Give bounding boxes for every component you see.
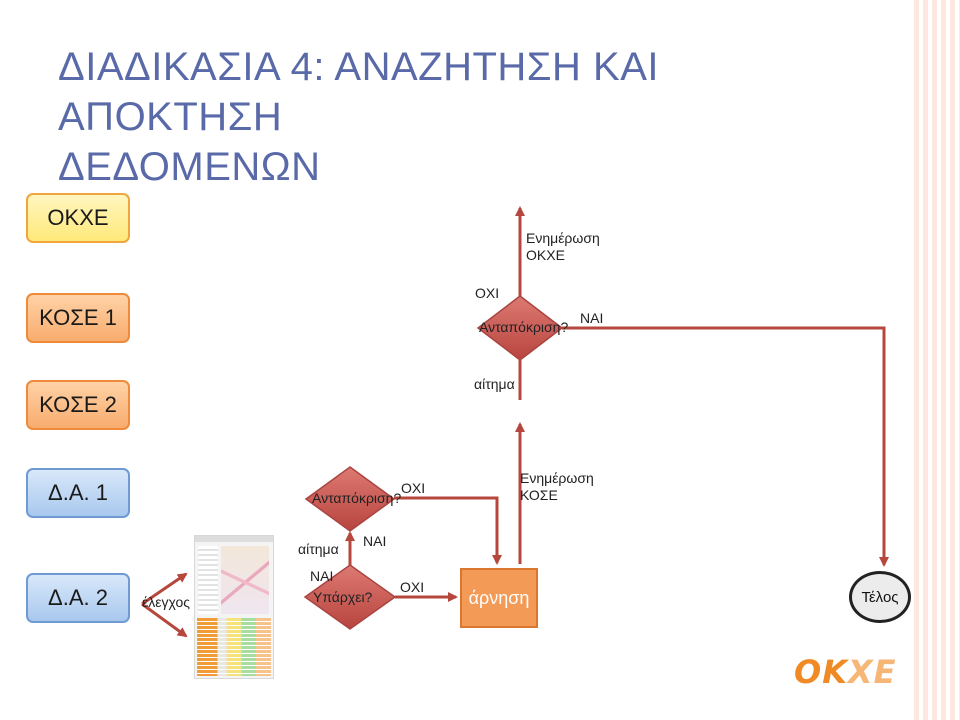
- label-yes-exists: ΝΑΙ: [310, 568, 334, 584]
- label-yes-kose1: ΝΑΙ: [580, 310, 604, 326]
- label-yes-da1: ΝΑΙ: [363, 533, 387, 549]
- lane-kose-1: ΚΟΣΕ 1: [26, 293, 130, 343]
- table-preview: [197, 618, 271, 676]
- decorative-stripes: [914, 0, 960, 720]
- lane-kose-2: ΚΟΣΕ 2: [26, 380, 130, 430]
- label-check: έλεγχος: [142, 594, 190, 610]
- lane-da-1: Δ.Α. 1: [26, 468, 130, 518]
- label-response-da1: Ανταπόκριση?: [312, 490, 402, 506]
- notify-okxe-line-1: Ενημέρωση: [526, 230, 600, 246]
- label-notify-kose: Ενημέρωση ΚΟΣΕ: [520, 470, 594, 504]
- arrow-da1-no: [394, 496, 502, 565]
- notify-kose-line-1: Ενημέρωση: [520, 470, 594, 486]
- logo-part-1: OK: [794, 653, 848, 691]
- label-notify-okxe: Ενημέρωση ΟΚΧΕ: [526, 230, 600, 264]
- logo-part-2: XE: [848, 653, 897, 691]
- label-request-upper: αίτημα: [474, 376, 515, 392]
- label-no-da1: ΟΧΙ: [401, 480, 426, 496]
- label-no-kose1: ΟΧΙ: [475, 285, 500, 301]
- page-title: ΔΙΑΔΙΚΑΣΙΑ 4: ΑΝΑΖΗΤΗΣΗ ΚΑΙ ΑΠΟΚΤΗΣΗ ΔΕΔ…: [58, 42, 878, 192]
- label-request-lower: αίτημα: [298, 541, 339, 557]
- lane-okxe: ΟΚΧΕ: [26, 193, 130, 243]
- report-thumbnail: [194, 535, 274, 679]
- title-line-2: ΔΕΔΟΜΕΝΩΝ: [58, 145, 321, 189]
- label-response-kose1: Ανταπόκριση?: [479, 319, 569, 335]
- arrow-check-lower: [141, 602, 188, 638]
- arrow-kose1-yes: [562, 326, 889, 567]
- label-exists: Υπάρχει?: [313, 589, 373, 605]
- decision-response-da1: [304, 466, 396, 532]
- arrow-check-upper: [141, 572, 188, 606]
- notify-kose-line-2: ΚΟΣΕ: [520, 487, 558, 503]
- lane-da-2: Δ.Α. 2: [26, 573, 130, 623]
- end-node: Τέλος: [849, 571, 911, 623]
- label-no-exists: ΟΧΙ: [400, 579, 425, 595]
- decision-exists: [303, 564, 397, 630]
- reject-box: άρνηση: [460, 568, 538, 628]
- map-preview: [221, 546, 269, 614]
- okxe-logo: OKXE: [794, 647, 914, 697]
- title-line-1: ΔΙΑΔΙΚΑΣΙΑ 4: ΑΝΑΖΗΤΗΣΗ ΚΑΙ ΑΠΟΚΤΗΣΗ: [58, 45, 659, 139]
- notify-okxe-line-2: ΟΚΧΕ: [526, 247, 565, 263]
